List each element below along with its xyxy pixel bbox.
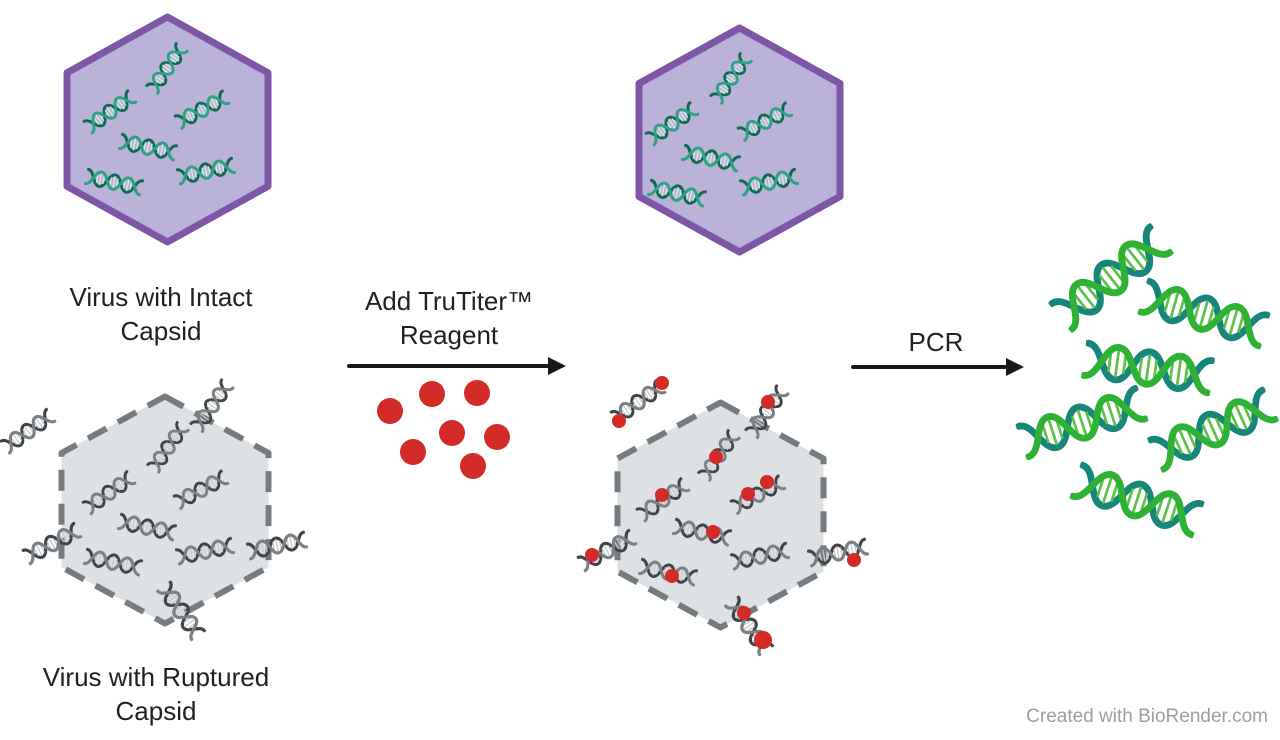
reagent-arrow-line [347,364,549,368]
reagent-dot [377,398,403,424]
reagent-bound-dot [741,487,755,501]
intact-capsid-label-line1: Virus with Intact [69,282,253,312]
pcr-arrow-head-icon [1006,358,1024,376]
reagent-bound-dot [706,525,720,539]
reagent-bound-dot [760,475,774,489]
dna-helix-gray-icon [81,470,137,516]
dna-helix-green-icon [646,178,708,208]
dna-helix-gray-icon [729,541,791,571]
amplified-dna-helix-icon [1048,223,1174,333]
amplified-dna-helix-icon [1137,278,1271,350]
dna-helix-green-icon [83,167,145,197]
amplified-dna-helix-icon [1015,385,1149,461]
dna-helix-green-icon [145,41,189,95]
dna-helix-gray-icon [189,378,235,434]
dna-helix-green-icon [736,101,794,143]
reagent-bound-dot [761,395,775,409]
reagent-bound-dot [665,569,679,583]
intact-capsid-hexagon-2 [635,24,844,256]
dna-helix-green-icon [117,132,179,162]
dna-helix-gray-icon [82,547,144,577]
reagent-dot [484,424,510,450]
dna-helix-gray-icon [116,512,178,542]
reagent-step-label-line2: Reagent [399,320,499,350]
dna-helix-gray-icon [146,420,190,474]
dna-helix-gray-icon [172,469,230,511]
reagent-dot [400,439,426,465]
dna-helix-gray-icon [0,407,57,455]
dna-helix-gray-icon [21,522,83,566]
reagent-dot [439,420,465,446]
reagent-bound-dot [655,488,669,502]
reagent-arrow-head-icon [548,357,566,375]
dna-helix-gray-icon [155,580,207,642]
dna-helix-gray-icon [245,531,309,561]
dna-helix-green-icon [175,156,237,186]
reagent-bound-dot [709,450,723,464]
pcr-arrow-line [851,365,1007,369]
reagent-dot [464,380,490,406]
reagent-bound-dot [585,548,599,562]
reagent-dot [460,453,486,479]
amplified-dna-helix-icon [1080,339,1216,397]
reagent-step-label: Add TruTiter™ Reagent [309,284,589,352]
dna-helix-green-icon [709,51,753,105]
amplified-dna-helix-icon [1146,386,1280,473]
dna-helix-green-icon [644,101,700,147]
reagent-bound-dot [655,376,669,390]
intact-capsid-label: Virus with Intact Capsid [21,280,301,348]
dna-helix-gray-icon [609,378,667,426]
dna-helix-green-icon [738,167,800,197]
dna-helix-green-icon [173,89,231,131]
biorender-watermark: Created with BioRender.com [1026,706,1268,727]
ruptured-capsid-label: Virus with Ruptured Capsid [16,660,296,728]
amplified-dna-helix-icon [1069,461,1205,539]
reagent-bound-dot [612,414,626,428]
reagent-bound-dot [847,553,861,567]
dna-helix-green-icon [680,143,742,173]
ruptured-capsid-label-line1: Virus with Ruptured [42,662,270,692]
reagent-dot [419,381,445,407]
reagent-step-label-line1: Add TruTiter™ [364,286,534,316]
ruptured-capsid-label-line2: Capsid [115,696,197,726]
ruptured-capsid-hexagon-1 [58,393,272,627]
reagent-bound-dot [754,631,772,649]
intact-capsid-label-line2: Capsid [120,316,202,346]
dna-helix-green-icon [82,89,138,135]
pcr-step-label: PCR [908,327,964,357]
dna-helix-gray-icon [174,536,236,566]
reagent-bound-dot [737,606,751,620]
